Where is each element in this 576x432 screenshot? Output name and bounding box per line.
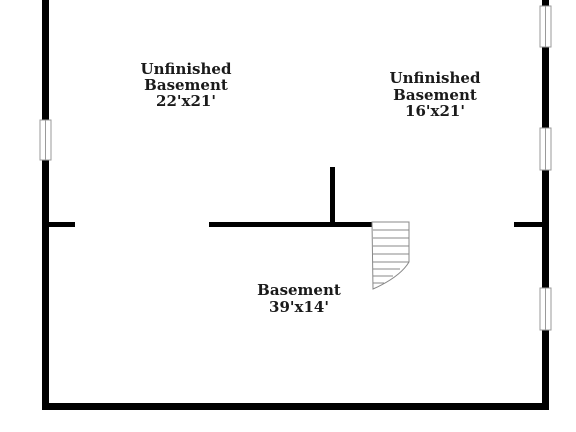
partition-wall-vertical [330, 167, 335, 225]
right-wall [542, 0, 549, 410]
window-icon [539, 127, 552, 171]
room-name: Basement [257, 281, 341, 299]
left-wall [42, 0, 49, 410]
window-icon [539, 5, 552, 48]
room-label-unfinished-basement-right: Unfinished Basement 16'x21' [390, 69, 481, 120]
room-name-line2: Basement [144, 76, 228, 94]
partition-wall-right-stub [514, 222, 542, 227]
partition-wall-left-stub [49, 222, 75, 227]
room-label-basement: Basement 39'x14' [257, 281, 341, 316]
room-label-unfinished-basement-left: Unfinished Basement 22'x21' [141, 60, 232, 110]
window-icon [539, 287, 552, 331]
room-dimensions: 22'x21' [156, 92, 216, 110]
window-icon [39, 119, 52, 161]
bottom-wall [42, 403, 549, 410]
room-name-line2: Basement [393, 86, 477, 104]
room-name-line1: Unfinished [390, 69, 481, 87]
room-dimensions: 16'x21' [405, 102, 465, 120]
room-name-line1: Unfinished [141, 60, 232, 78]
partition-wall-center [209, 222, 373, 227]
room-dimensions: 39'x14' [269, 298, 329, 316]
stairs-icon [371, 221, 410, 290]
